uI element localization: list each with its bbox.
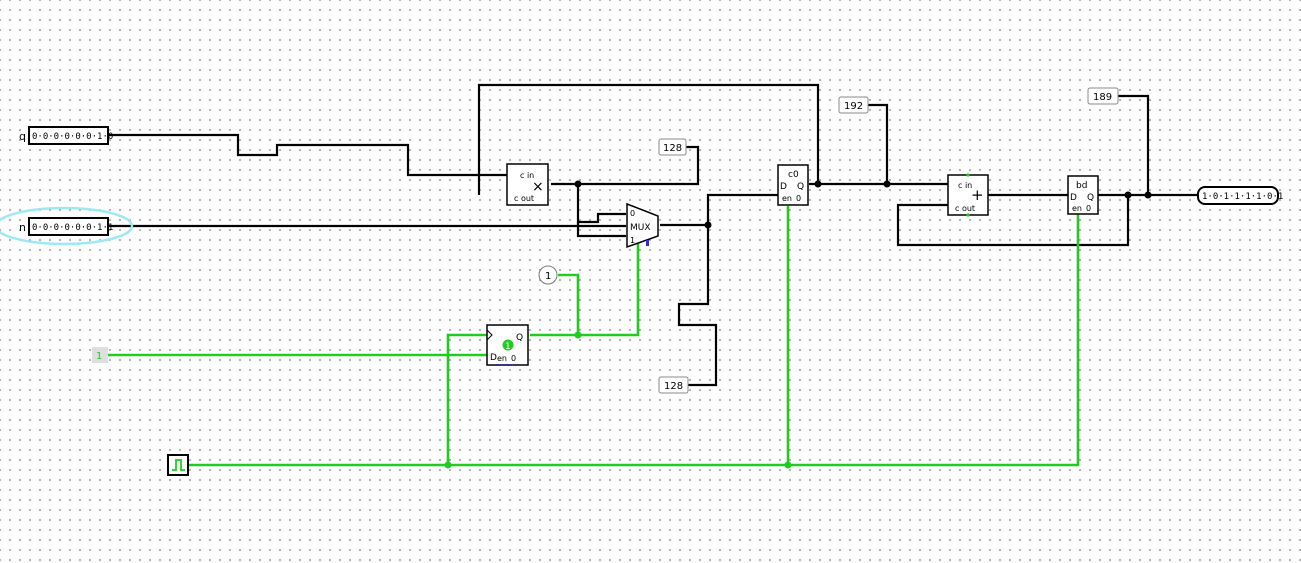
flip-flop-state: 1 bbox=[505, 342, 511, 352]
output-bits: 1·0·1·1·1·1·0·1 bbox=[1202, 192, 1283, 202]
const-192-box[interactable] bbox=[838, 96, 869, 114]
multiplier-symbol: × bbox=[532, 179, 544, 195]
const-189-value: 189 bbox=[1093, 92, 1112, 103]
junction-dot bbox=[444, 461, 452, 469]
wire-192[interactable] bbox=[868, 103, 889, 184]
input-q-label: q bbox=[19, 130, 26, 143]
mux-sel0-label: 0 bbox=[630, 209, 635, 218]
const-128-top[interactable]: 128 bbox=[658, 138, 687, 156]
mux-select-pin bbox=[646, 240, 649, 246]
register-bd-box[interactable] bbox=[1067, 175, 1099, 215]
const-192[interactable]: 192 bbox=[838, 96, 869, 114]
adder-cin-label: c in bbox=[958, 181, 972, 190]
wire-mult-to-mux-1[interactable] bbox=[576, 222, 626, 238]
wire-mult-out-to-128[interactable] bbox=[551, 145, 700, 186]
adder-symbol: + bbox=[971, 186, 984, 204]
flip-flop-en: en bbox=[497, 354, 507, 363]
junction-dot bbox=[704, 221, 712, 229]
multiplier[interactable]: c in × c out bbox=[506, 163, 549, 206]
clock-icon bbox=[172, 459, 185, 471]
multiplier-cin-label: c in bbox=[520, 171, 534, 180]
wire-ff-q-to-mux-sel[interactable] bbox=[578, 242, 640, 337]
multiplier-box[interactable] bbox=[506, 163, 549, 206]
adder-cout-label: c out bbox=[955, 204, 975, 213]
wire-mux-to-c0[interactable] bbox=[706, 193, 778, 225]
selection-highlight bbox=[0, 206, 134, 246]
input-n-box[interactable] bbox=[28, 217, 109, 236]
input-q[interactable]: q 0·0·0·0·0·0·1·0 bbox=[19, 126, 113, 145]
adder-pin bbox=[966, 173, 970, 177]
register-bd-q: Q bbox=[1087, 193, 1094, 203]
const-one-box[interactable] bbox=[92, 347, 108, 363]
clock-box[interactable] bbox=[167, 454, 189, 476]
wire-clock-to-ff[interactable] bbox=[446, 333, 487, 465]
input-q-bits: 0·0·0·0·0·0·1·0 bbox=[32, 132, 113, 142]
const-circle-one[interactable]: 1 bbox=[538, 265, 558, 285]
input-n-bits: 0·0·0·0·0·0·1·1 bbox=[32, 223, 113, 233]
register-c0-zero: 0 bbox=[796, 194, 801, 203]
const-192-value: 192 bbox=[844, 101, 863, 112]
junction-dot bbox=[784, 461, 792, 469]
register-bd-zero: 0 bbox=[1086, 204, 1091, 213]
const-128-bottom[interactable]: 128 bbox=[658, 376, 689, 394]
junction-dot bbox=[814, 180, 822, 188]
junction-dot bbox=[574, 180, 582, 188]
register-bd-d: D bbox=[1070, 193, 1077, 203]
register-c0-box[interactable] bbox=[777, 164, 809, 206]
register-c0-d: D bbox=[780, 182, 787, 192]
clock-input[interactable] bbox=[167, 454, 189, 476]
flip-flop[interactable]: Q 1 D en 0 bbox=[486, 324, 529, 366]
register-c0-name: c0 bbox=[788, 170, 799, 180]
const-128-bottom-box[interactable] bbox=[658, 376, 689, 394]
input-n[interactable]: n 0·0·0·0·0·0·1·1 bbox=[0, 206, 134, 246]
register-bd-en: en bbox=[1072, 204, 1082, 213]
const-one-input[interactable]: 1 bbox=[92, 347, 108, 363]
flip-flop-zero: 0 bbox=[511, 354, 516, 363]
flip-flop-state-indicator bbox=[502, 339, 514, 351]
wire-189[interactable] bbox=[1118, 94, 1150, 195]
const-circle-one-body[interactable] bbox=[538, 265, 558, 285]
const-128-top-box[interactable] bbox=[658, 138, 687, 156]
active-wires bbox=[108, 206, 1080, 467]
wire-clock[interactable] bbox=[188, 212, 1080, 467]
junction-dot bbox=[1144, 191, 1152, 199]
junctions bbox=[444, 180, 1152, 469]
junction-dot bbox=[883, 180, 891, 188]
junction-dot bbox=[574, 331, 582, 339]
const-128-bottom-value: 128 bbox=[664, 381, 683, 392]
mux[interactable]: 0 MUX 1 bbox=[626, 202, 659, 249]
mux-body[interactable] bbox=[626, 202, 659, 249]
output-box[interactable] bbox=[1197, 186, 1279, 205]
flip-flop-d: D bbox=[490, 353, 497, 363]
wire-feedback-top[interactable] bbox=[477, 83, 820, 195]
wire-mult-to-mux-0[interactable] bbox=[576, 184, 626, 224]
register-c0[interactable]: c0 D Q en 0 bbox=[777, 164, 809, 206]
const-128-top-value: 128 bbox=[663, 143, 682, 154]
register-bd-name: bd bbox=[1076, 181, 1087, 191]
flip-flop-q: Q bbox=[516, 333, 523, 343]
wire-q-to-multiplier[interactable] bbox=[108, 133, 507, 177]
multiplier-cout-label: c out bbox=[514, 194, 534, 203]
const-189[interactable]: 189 bbox=[1087, 87, 1119, 105]
mux-label: MUX bbox=[630, 223, 651, 233]
mux-sel1-label: 1 bbox=[630, 236, 635, 245]
const-189-box[interactable] bbox=[1087, 87, 1119, 105]
register-c0-q: Q bbox=[797, 182, 804, 192]
output-probe[interactable]: 1·0·1·1·1·1·0·1 bbox=[1197, 186, 1283, 205]
wire-128-bottom[interactable] bbox=[677, 225, 718, 387]
const-circle-one-value: 1 bbox=[545, 271, 551, 282]
const-one-value: 1 bbox=[96, 351, 102, 362]
wire-adder-cin-loop[interactable] bbox=[896, 195, 1130, 247]
register-c0-en: en bbox=[782, 194, 792, 203]
junction-dot bbox=[1124, 191, 1132, 199]
register-bd[interactable]: bd D Q en 0 bbox=[1067, 175, 1099, 215]
clock-triangle-icon bbox=[486, 329, 493, 341]
adder-pin bbox=[966, 213, 970, 217]
wire-const1-to-q[interactable] bbox=[530, 273, 580, 337]
input-q-box[interactable] bbox=[28, 126, 109, 145]
adder[interactable]: c in + c out bbox=[947, 173, 989, 217]
input-n-label: n bbox=[19, 221, 26, 234]
